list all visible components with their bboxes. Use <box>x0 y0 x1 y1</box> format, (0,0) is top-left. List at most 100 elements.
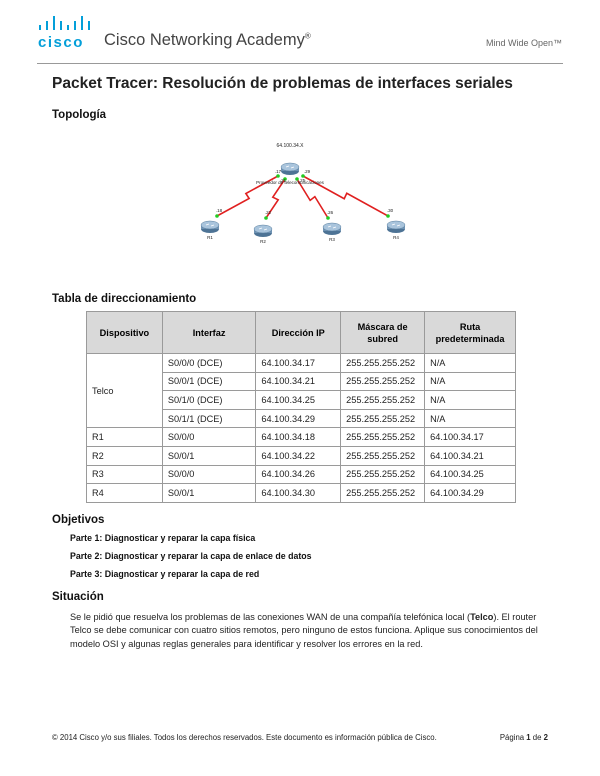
label-r3: R3 <box>329 237 335 242</box>
page-number: Página 1 de 2 <box>499 733 548 742</box>
telco-bold: Telco <box>470 612 494 622</box>
table-row: R4 S0/0/1 64.100.34.30 255.255.255.252 6… <box>86 483 516 503</box>
ip-cell: 64.100.34.25 <box>255 390 342 410</box>
gateway-cell: 64.100.34.21 <box>424 445 516 466</box>
addressing-heading: Tabla de direccionamiento <box>52 293 197 305</box>
academy-name: Cisco Networking Academy® <box>104 31 311 49</box>
device-cell: Telco <box>86 352 163 429</box>
table-row: S0/1/0 (DCE) 64.100.34.25 255.255.255.25… <box>87 390 516 410</box>
addressing-table: Dispositivo Interfaz Dirección IP Máscar… <box>86 311 516 503</box>
gateway-cell: N/A <box>424 353 516 373</box>
interface-cell: S0/0/0 <box>161 464 257 485</box>
serial-link-r3 <box>296 178 329 219</box>
router-telco-icon <box>280 162 300 172</box>
cisco-logo: cisco <box>38 16 94 51</box>
situation-paragraph: Se le pidió que resuelva los problemas d… <box>70 612 538 649</box>
situation-heading: Situación <box>52 591 104 603</box>
port-r2 <box>264 216 268 220</box>
gateway-cell: 64.100.34.17 <box>424 427 516 447</box>
ip-label-r4: .30 <box>387 208 394 213</box>
device-cell: R4 <box>86 483 163 503</box>
router-r4-icon <box>386 220 406 230</box>
ip-cell: 64.100.34.30 <box>255 483 342 503</box>
page-header: cisco Cisco Networking Academy® Mind Wid… <box>0 0 600 62</box>
table-header-row: Dispositivo Interfaz Dirección IP Máscar… <box>86 311 516 354</box>
footer-copyright: © 2014 Cisco y/o sus filiales. Todos los… <box>52 733 437 742</box>
ip-cell: 64.100.34.21 <box>255 371 342 392</box>
serial-link-r4 <box>302 175 389 217</box>
ip-cell: 64.100.34.29 <box>255 408 342 429</box>
router-telco-icon-arrows-icon <box>285 165 295 169</box>
interface-cell: S0/0/1 (DCE) <box>161 371 257 392</box>
ip-label-21: .21 <box>280 178 287 183</box>
device-cell: R3 <box>86 464 163 485</box>
mask-cell: 255.255.255.252 <box>340 408 426 429</box>
col-gateway: Ruta predeterminada <box>424 311 516 354</box>
mask-cell: 255.255.255.252 <box>340 427 426 447</box>
mask-cell: 255.255.255.252 <box>340 371 426 392</box>
gateway-cell: N/A <box>424 390 516 410</box>
gateway-cell: 64.100.34.29 <box>424 483 516 503</box>
ip-label-17: .17 <box>275 169 282 174</box>
device-cell: R2 <box>86 445 163 466</box>
mask-cell: 255.255.255.252 <box>340 483 426 503</box>
interface-cell: S0/0/0 <box>161 427 257 447</box>
col-interface: Interfaz <box>161 311 257 354</box>
ip-label-25: .25 <box>299 178 306 183</box>
gateway-cell: N/A <box>424 371 516 392</box>
cisco-bars-icon <box>38 16 94 30</box>
label-isp: Proveedor de telecomunicaciones <box>256 180 325 185</box>
port-r3 <box>326 216 330 220</box>
ip-label-29: .29 <box>304 169 311 174</box>
interface-cell: S0/1/1 (DCE) <box>161 408 257 429</box>
objective-item: Parte 2: Diagnosticar y reparar la capa … <box>70 551 312 561</box>
ip-cell: 64.100.34.26 <box>255 464 342 485</box>
topology-heading: Topología <box>52 109 107 121</box>
interface-cell: S0/0/0 (DCE) <box>161 353 257 373</box>
gateway-cell: N/A <box>424 408 516 429</box>
port-r1 <box>215 214 219 218</box>
interface-cell: S0/1/0 (DCE) <box>161 390 257 410</box>
topology-diagram: R1.18R2.22R3.26R4.30.17.21.25.2964.100.3… <box>200 143 406 244</box>
label-r2: R2 <box>260 239 266 244</box>
label-r4: R4 <box>393 235 399 240</box>
document-title: Packet Tracer: Resolución de problemas d… <box>52 75 513 92</box>
router-r1-icon <box>200 220 220 230</box>
table-row: R1 S0/0/0 64.100.34.18 255.255.255.252 6… <box>86 427 516 447</box>
objective-item: Parte 3: Diagnosticar y reparar la capa … <box>70 569 260 579</box>
ip-cell: 64.100.34.22 <box>255 445 342 466</box>
interface-cell: S0/0/1 <box>161 483 257 503</box>
gateway-cell: 64.100.34.25 <box>424 464 516 485</box>
table-row: S0/1/1 (DCE) 64.100.34.29 255.255.255.25… <box>87 408 516 429</box>
mask-cell: 255.255.255.252 <box>340 464 426 485</box>
col-device: Dispositivo <box>86 311 163 354</box>
tagline: Mind Wide Open™ <box>485 38 562 48</box>
device-cell: R1 <box>86 427 163 447</box>
port-telco-r3 <box>295 177 299 181</box>
objective-item: Parte 1: Diagnosticar y reparar la capa … <box>70 533 256 543</box>
mask-cell: 255.255.255.252 <box>340 353 426 373</box>
label-r1: R1 <box>207 235 213 240</box>
table-row: S0/0/1 (DCE) 64.100.34.21 255.255.255.25… <box>87 371 516 392</box>
port-telco-r2 <box>283 177 287 181</box>
router-r3-icon <box>322 222 342 232</box>
port-telco-r4 <box>301 174 305 178</box>
ip-cell: 64.100.34.17 <box>255 353 342 373</box>
ip-cell: 64.100.34.18 <box>255 427 342 447</box>
port-telco-r1 <box>276 174 280 178</box>
table-row: R3 S0/0/0 64.100.34.26 255.255.255.252 6… <box>86 464 516 485</box>
col-mask: Máscara de subred <box>340 311 426 354</box>
objectives-heading: Objetivos <box>52 514 105 526</box>
ip-label-r2: .22 <box>265 210 272 215</box>
header-divider <box>37 63 563 64</box>
router-r3-icon-arrows-icon <box>327 225 337 229</box>
mask-cell: 255.255.255.252 <box>340 390 426 410</box>
col-ip: Dirección IP <box>255 311 342 354</box>
label-center-ip: 64.100.34.X <box>277 143 305 149</box>
table-row: Telco S0/0/0 (DCE) 64.100.34.17 255.255.… <box>86 352 516 429</box>
table-row: R2 S0/0/1 64.100.34.22 255.255.255.252 6… <box>86 445 516 466</box>
router-r4-icon-arrows-icon <box>391 223 401 227</box>
interface-cell: S0/0/1 <box>161 445 257 466</box>
router-r1-icon-arrows-icon <box>205 223 215 227</box>
serial-link-r1 <box>216 175 279 217</box>
